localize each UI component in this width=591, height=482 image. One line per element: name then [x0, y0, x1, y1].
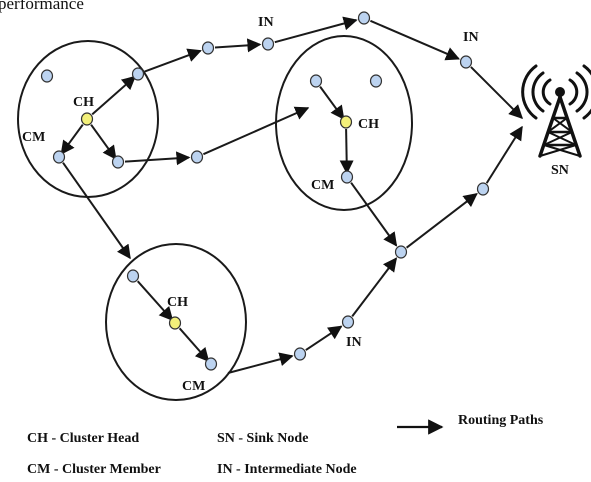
- sensor-node: [476, 182, 490, 196]
- label-cm-cluster-2: CM: [311, 178, 334, 193]
- sensor-node: [126, 269, 140, 283]
- routing-arrow: [202, 106, 310, 156]
- top-caption-fragment: performance: [0, 0, 84, 13]
- legend-in: IN - Intermediate Node: [217, 462, 357, 477]
- sensor-node: [309, 74, 323, 88]
- routing-arrow: [90, 124, 117, 160]
- routing-arrow: [319, 86, 345, 120]
- label-ch-cluster-3: CH: [167, 295, 188, 310]
- cell-tower-icon: [521, 64, 591, 158]
- label-sn: SN: [551, 163, 569, 178]
- sensor-nodes: [40, 11, 490, 371]
- label-in-right: IN: [463, 30, 479, 45]
- routing-arrow: [470, 66, 523, 119]
- routing-arrow: [178, 327, 210, 363]
- sensor-node: [293, 347, 307, 361]
- label-cm-cluster-3: CM: [182, 379, 205, 394]
- sensor-node: [40, 69, 54, 83]
- sensor-node: [357, 11, 371, 25]
- sensor-node: [131, 67, 145, 81]
- sensor-node: [261, 37, 275, 51]
- sensor-node: [459, 55, 473, 69]
- sensor-node: [190, 150, 204, 164]
- sensor-node: [52, 150, 66, 164]
- sensor-node: [204, 357, 218, 371]
- label-in-bottom: IN: [346, 335, 362, 350]
- routing-arrow: [305, 325, 343, 351]
- routing-paths: [60, 16, 523, 374]
- sensor-node: [341, 315, 355, 329]
- routing-arrow: [351, 257, 398, 318]
- legend-sn: SN - Sink Node: [217, 431, 308, 446]
- label-in-top: IN: [258, 15, 274, 30]
- routing-arrow: [350, 182, 398, 247]
- cluster-head-node: [80, 112, 94, 126]
- sensor-node: [394, 245, 408, 259]
- label-ch-cluster-2: CH: [358, 117, 379, 132]
- routing-arrow: [124, 151, 191, 166]
- routing-arrow: [144, 48, 202, 73]
- sensor-node: [201, 41, 215, 55]
- sensor-node: [340, 170, 354, 184]
- legend-routing: Routing Paths: [458, 413, 544, 428]
- routing-arrow: [370, 19, 460, 61]
- legend-cm: CM - Cluster Member: [27, 462, 161, 477]
- routing-arrow: [136, 280, 174, 322]
- routing-arrow: [339, 128, 354, 175]
- routing-arrow: [274, 16, 358, 44]
- cluster-head-node: [168, 316, 182, 330]
- routing-arrow: [91, 75, 137, 116]
- sensor-node: [111, 155, 125, 169]
- routing-arrow: [60, 124, 84, 155]
- routing-arrow: [405, 193, 478, 249]
- cluster-head-node: [339, 115, 353, 129]
- label-ch-cluster-1: CH: [73, 95, 94, 110]
- sensor-node: [369, 74, 383, 88]
- legend-ch: CH - Cluster Head: [27, 431, 139, 446]
- routing-arrow: [485, 125, 523, 184]
- routing-arrow: [214, 38, 262, 53]
- routing-arrow: [227, 352, 294, 374]
- label-cm-cluster-1: CM: [22, 130, 45, 145]
- routing-arrow: [62, 162, 131, 260]
- cluster-3-boundary: [105, 243, 247, 401]
